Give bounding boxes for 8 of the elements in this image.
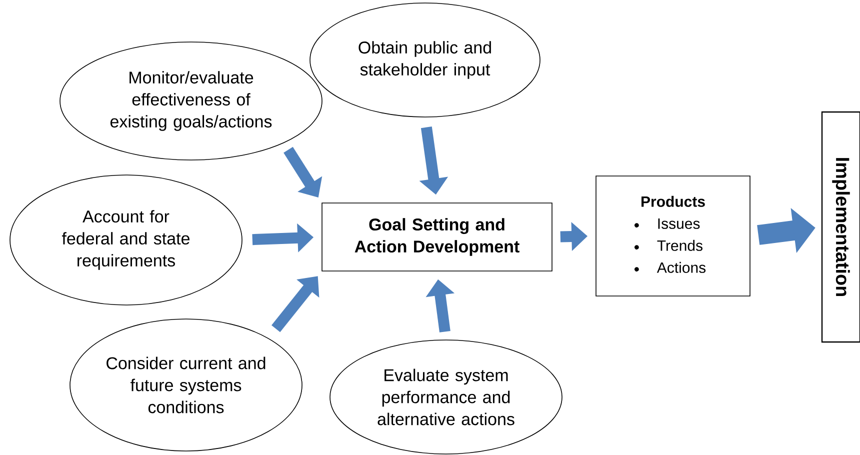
product-list-box: Products Issues Trends Actions (596, 176, 750, 296)
ellipse-bubble: Consider current and future systems conditions (70, 318, 302, 452)
ellipse-bubble: Evaluate system performance and alternative actions (330, 340, 562, 454)
ellipse-bubble: Monitor/evaluate effectiveness of existing goals/actions (60, 42, 322, 160)
process-box: Goal Setting and Action Development (322, 202, 552, 272)
implementation-box: Implementation (821, 111, 860, 343)
ellipse-bubble: Account for federal and state requirements (10, 174, 242, 306)
ellipse-bubble: Obtain public and stakeholder input (310, 2, 540, 118)
